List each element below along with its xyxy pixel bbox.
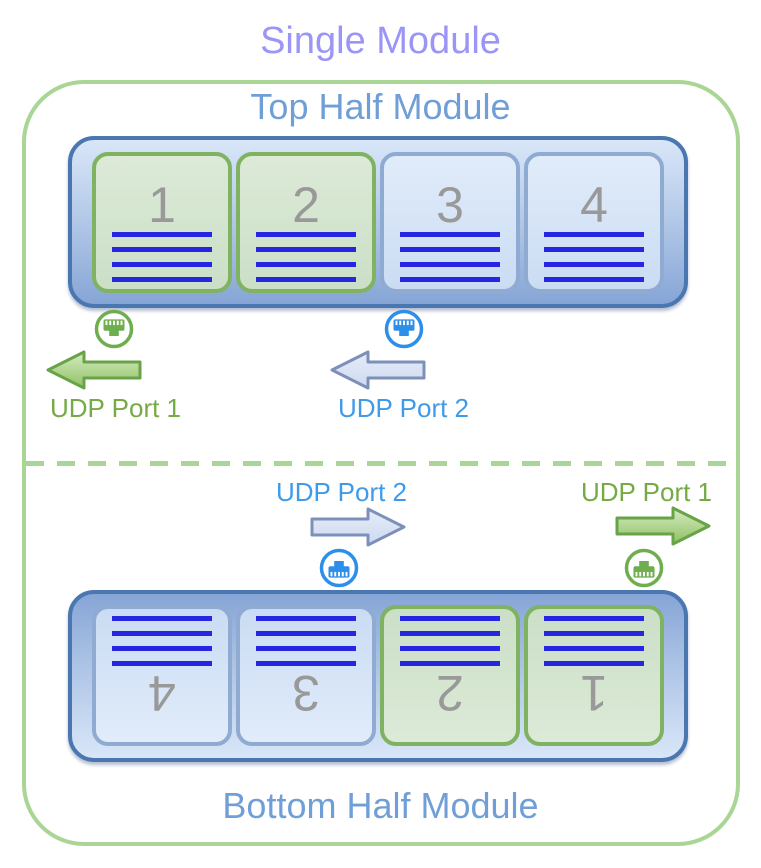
bottom-half-module-box: 1 2 3 4 [68, 590, 688, 762]
bottom-cell-4: 4 [92, 605, 232, 746]
port-pins-icon [112, 616, 212, 666]
bottom-cell-3: 3 [236, 605, 376, 746]
udp-port-2-arrow-right-icon [310, 507, 406, 547]
bottom-half-module-label: Bottom Half Module [222, 785, 539, 826]
port-number: 1 [148, 177, 176, 233]
bottom-cell-2: 2 [380, 605, 520, 746]
half-module-divider [26, 461, 734, 466]
top-cell-4: 4 [524, 152, 664, 293]
bottom-cell-1: 1 [524, 605, 664, 746]
top-half-module-box: 1 2 3 4 [68, 136, 688, 308]
top-half-module-label: Top Half Module [250, 86, 511, 127]
ethernet-port-icon [384, 309, 424, 349]
top-cell-1: 1 [92, 152, 232, 293]
port-pins-icon [544, 232, 644, 282]
port-number: 2 [292, 177, 320, 233]
port-pins-icon [400, 616, 500, 666]
port-number: 1 [580, 665, 608, 721]
port-pins-icon [112, 232, 212, 282]
udp-port-1-label: UDP Port 1 [50, 393, 182, 423]
udp-port-1-arrow-left-icon [46, 350, 142, 390]
udp-port-1-arrow-right-icon [615, 506, 711, 546]
port-number: 4 [148, 665, 176, 721]
port-number: 3 [292, 665, 320, 721]
port-number: 2 [436, 665, 464, 721]
ethernet-port-icon [319, 548, 359, 588]
port-pins-icon [256, 232, 356, 282]
port-pins-icon [256, 616, 356, 666]
udp-port-1-label: UDP Port 1 [581, 477, 713, 507]
top-cell-2: 2 [236, 152, 376, 293]
udp-port-2-arrow-left-icon [330, 350, 426, 390]
ethernet-port-icon [94, 309, 134, 349]
port-pins-icon [400, 232, 500, 282]
single-module-boundary [22, 80, 740, 846]
udp-port-2-label: UDP Port 2 [276, 477, 408, 507]
port-pins-icon [544, 616, 644, 666]
port-number: 4 [580, 177, 608, 233]
diagram-title: Single Module [260, 20, 501, 62]
top-cell-3: 3 [380, 152, 520, 293]
port-number: 3 [436, 177, 464, 233]
udp-port-2-label: UDP Port 2 [338, 393, 470, 423]
ethernet-port-icon [624, 548, 664, 588]
